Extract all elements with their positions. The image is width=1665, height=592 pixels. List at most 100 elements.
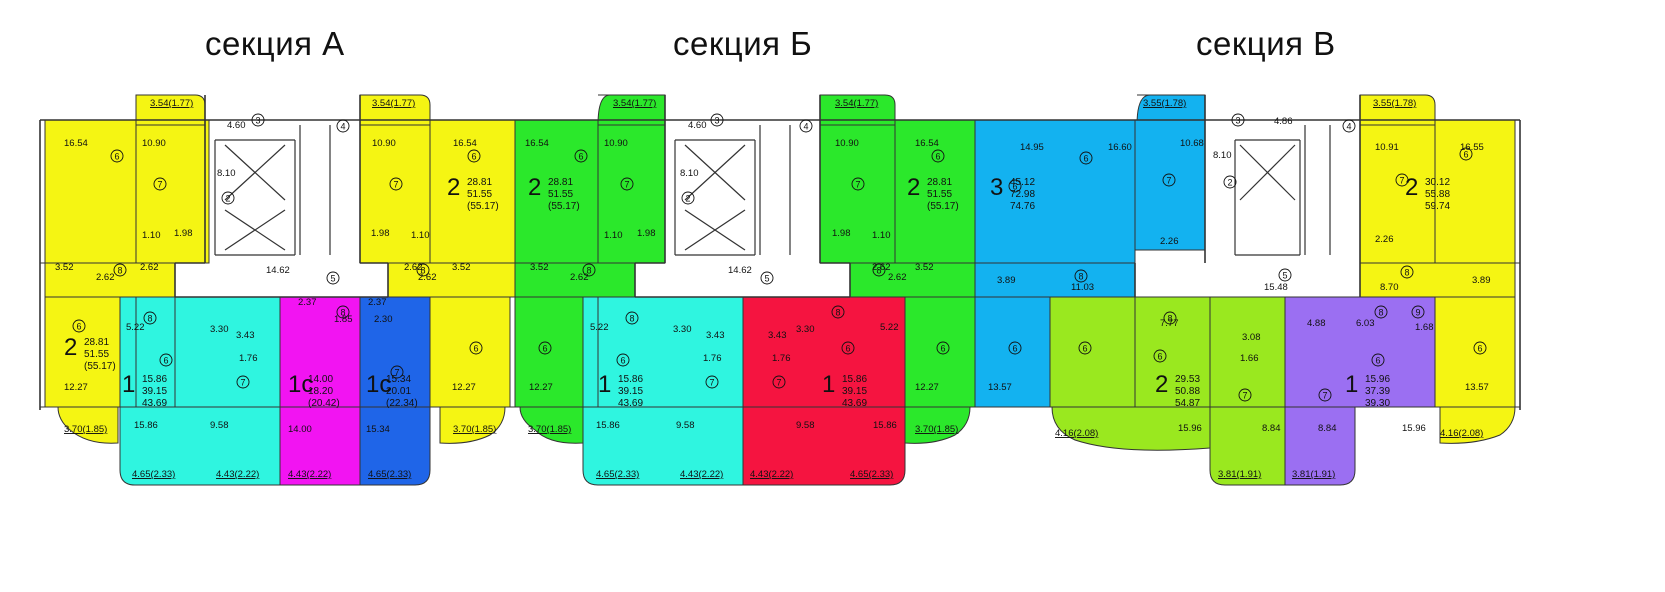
room-area-label: 14.00 [288,424,312,435]
apt-v-violet-fill [1284,296,1436,408]
balcony-b-3-fill [519,406,584,444]
room-type-marker [336,119,350,133]
wall-line [684,209,746,251]
room-type-marker [931,149,945,163]
room-area-label: 2.62 [418,272,437,283]
room-area-label: 16.54 [64,138,88,149]
apt-b-top-left-fill [514,119,666,264]
apt-living-area: 28.81 [927,177,952,188]
apt-total-area-2: (20.42) [308,398,340,409]
room-area-label: 15.86 [873,420,897,431]
room-type-marker [841,341,855,355]
room-type-number: 6 [473,344,478,354]
apt-rooms-number: 2 [1155,371,1168,398]
balcony-v-lime2-fill [1209,406,1286,486]
room-area-label: 1.85 [334,314,353,325]
apt-living-area: 28.81 [467,177,492,188]
apt-a-top-right-fill [359,119,516,264]
apt-total-area: 39.15 [618,386,643,397]
room-type-number: 2 [225,194,230,204]
room-area-label: 3.08 [1242,332,1261,343]
room-type-marker [390,365,404,379]
room-type-number: 6 [620,356,625,366]
room-type-marker [772,375,786,389]
room-area-label: 1.76 [772,353,791,364]
room-area-label: 10.90 [835,138,859,149]
room-area-label: 4.88 [1307,318,1326,329]
room-area-label: 2.62 [404,262,423,273]
apt-rooms-number: 1с [366,371,391,398]
room-type-marker [1278,268,1292,282]
apt-b-left-mid-fill [514,262,636,298]
room-area-label: 2.30 [374,314,393,325]
apt-total-area-2: 43.69 [842,398,867,409]
apt-b-top-right-fill [819,119,976,264]
room-type-marker [1008,179,1022,193]
room-area-label: 9.58 [676,420,695,431]
room-area-label: 12.27 [915,382,939,393]
room-type-number: 6 [940,344,945,354]
apt-living-area: 30.12 [1425,177,1450,188]
balcony-v-lime-fill [1051,406,1211,451]
room-type-number: 3 [1235,116,1240,126]
room-area-label: 3.70(1.85) [528,424,571,435]
room-area-label: 3.55(1.78) [1373,98,1416,109]
balcony-b-2-fill [819,94,896,126]
apt-total-area: 51.55 [467,189,492,200]
balcony-a-cyan-fill [119,406,281,486]
title-section-v: секция В [1196,25,1336,62]
room-area-label: 8.84 [1262,423,1281,434]
room-type-marker [936,341,950,355]
room-type-number: 7 [240,378,245,388]
room-type-number: 8 [835,308,840,318]
balcony-b-cyan-fill [582,406,744,486]
room-area-label: 4.86 [1274,116,1293,127]
room-type-number: 6 [1375,356,1380,366]
room-type-number: 6 [935,152,940,162]
room-type-number: 3 [255,116,260,126]
room-area-label: 4.43(2.22) [680,469,723,480]
room-area-label: 12.27 [64,382,88,393]
room-area-label: 3.43 [706,330,725,341]
room-type-number: 6 [1083,154,1088,164]
room-type-number: 6 [1012,182,1017,192]
apt-total-area-2: (22.34) [386,398,418,409]
room-type-marker [1395,173,1409,187]
room-area-label: 12.27 [529,382,553,393]
room-area-label: 3.52 [530,262,549,273]
room-area-label: 15.34 [366,424,390,435]
apt-rooms-number: 1с [288,371,313,398]
room-type-number: 8 [147,314,152,324]
apt-total-area-2: (55.17) [467,201,499,212]
room-type-marker [710,113,724,127]
apt-total-area: 37.39 [1365,386,1390,397]
room-type-number: 4 [1346,122,1351,132]
room-type-number: 5 [330,274,335,284]
room-area-label: 4.60 [227,120,246,131]
room-area-label: 3.54(1.77) [372,98,415,109]
room-area-label: 3.55(1.78) [1143,98,1186,109]
room-type-number: 8 [629,314,634,324]
room-area-label: 4.16(2.08) [1440,428,1483,439]
room-type-number: 6 [76,322,81,332]
room-type-marker [336,305,350,319]
wall-line [224,144,286,201]
room-area-label: 3.89 [997,275,1016,286]
room-type-marker [159,353,173,367]
apt-rooms-number: 2 [1405,174,1418,201]
room-area-label: 14.95 [1020,142,1044,153]
room-area-label: 1.10 [604,230,623,241]
apt-a-right-mid-fill [387,262,516,298]
apt-rooms-number: 2 [528,174,541,201]
room-area-label: 1.98 [832,228,851,239]
balcony-b-4-fill [904,406,971,444]
apt-total-area: 72.98 [1010,189,1035,200]
room-type-number: 6 [1463,150,1468,160]
room-type-number: 8 [340,308,345,318]
room-type-marker [799,119,813,133]
apt-living-area: 28.81 [548,177,573,188]
room-type-marker [110,149,124,163]
room-type-number: 6 [578,152,583,162]
room-type-marker [251,113,265,127]
apt-living-area: 45.12 [1010,177,1035,188]
